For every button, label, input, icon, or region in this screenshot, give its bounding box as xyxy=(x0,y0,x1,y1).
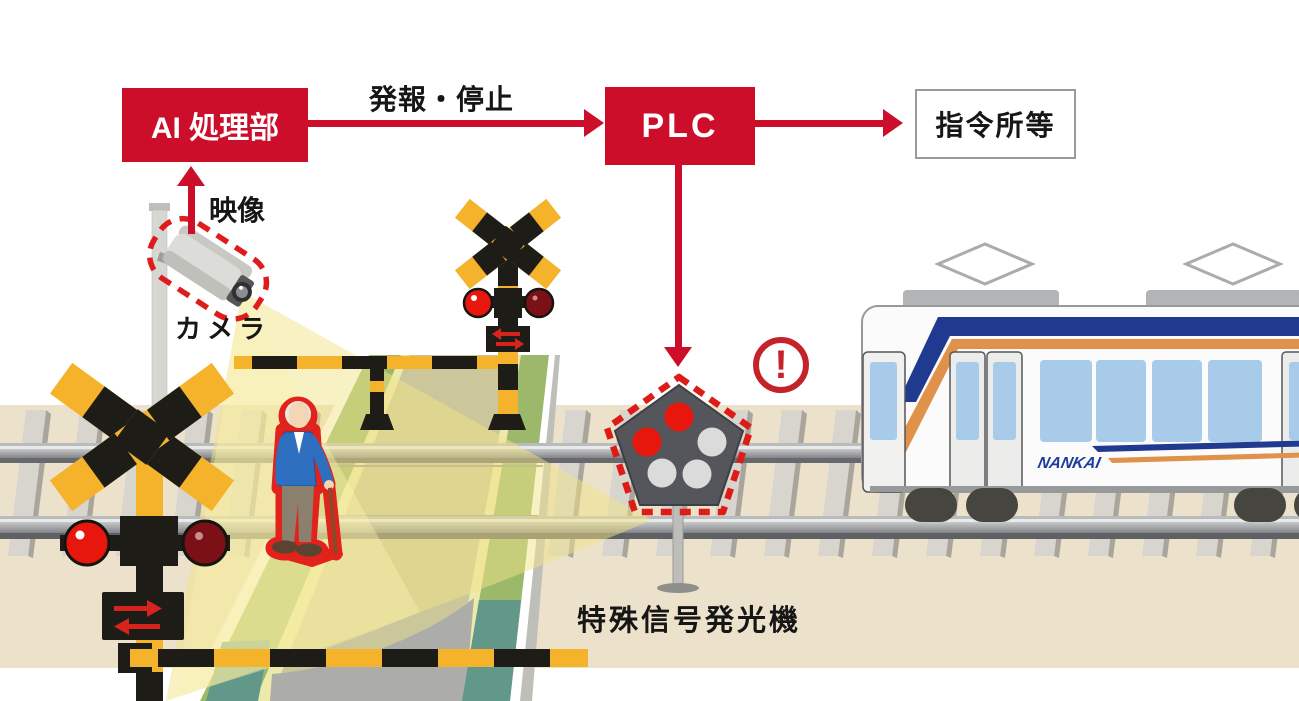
detection-outline-flasher xyxy=(603,373,755,516)
camera-assembly xyxy=(146,203,270,451)
train-icon: NANKAI xyxy=(861,242,1299,522)
flasher-lamp-off xyxy=(682,459,712,489)
direction-indicator-near xyxy=(102,592,184,640)
camera-icon xyxy=(146,215,270,322)
warning-lamp-lit xyxy=(462,287,494,319)
flow-arrow-camera-to-ai xyxy=(188,186,195,234)
ai-processing-box: AI 処理部 xyxy=(122,88,308,162)
crossing-signal-near xyxy=(49,362,588,701)
direction-indicator-far xyxy=(486,326,530,352)
command-center-box: 指令所等 xyxy=(915,89,1076,159)
special-signal-icon xyxy=(603,373,755,593)
crossbuck-icon xyxy=(49,362,235,512)
pedestrian-icon xyxy=(265,396,343,567)
arrow-head-icon xyxy=(664,347,692,367)
warning-icon: ! xyxy=(753,337,809,393)
train-door xyxy=(862,351,1299,493)
flasher-lamp-off xyxy=(647,458,677,488)
flow-arrow-ai-to-plc xyxy=(308,120,586,127)
train-logo: NANKAI xyxy=(1036,454,1102,472)
alert-stop-label: 発報・停止 xyxy=(369,84,515,115)
flasher-lamp-off xyxy=(697,427,727,457)
crossing-gate-near xyxy=(118,643,588,673)
camera-label: カメラ xyxy=(175,314,272,344)
arrow-head-icon xyxy=(177,166,205,186)
flasher-lamp-lit xyxy=(632,427,662,457)
detection-outline-camera xyxy=(146,215,270,322)
arrow-head-icon xyxy=(584,109,604,137)
video-label: 映像 xyxy=(209,195,266,226)
plc-box: PLC xyxy=(605,87,755,165)
crossing-gate-far xyxy=(234,356,506,430)
warning-lamp-unlit xyxy=(181,519,229,567)
train-wheels xyxy=(905,488,1299,522)
flasher-lamp-lit xyxy=(664,402,694,432)
warning-lamp-lit xyxy=(63,519,111,567)
special-signal-label: 特殊信号発光機 xyxy=(577,605,802,637)
flow-arrow-plc-to-flasher xyxy=(675,165,682,347)
crossbuck-icon xyxy=(454,198,562,290)
warning-lamp-unlit xyxy=(523,287,555,319)
arrow-head-icon xyxy=(883,109,903,137)
pantograph-icon xyxy=(934,242,1284,286)
flow-arrow-plc-to-command xyxy=(755,120,885,127)
crossing-signal-far xyxy=(454,198,562,430)
